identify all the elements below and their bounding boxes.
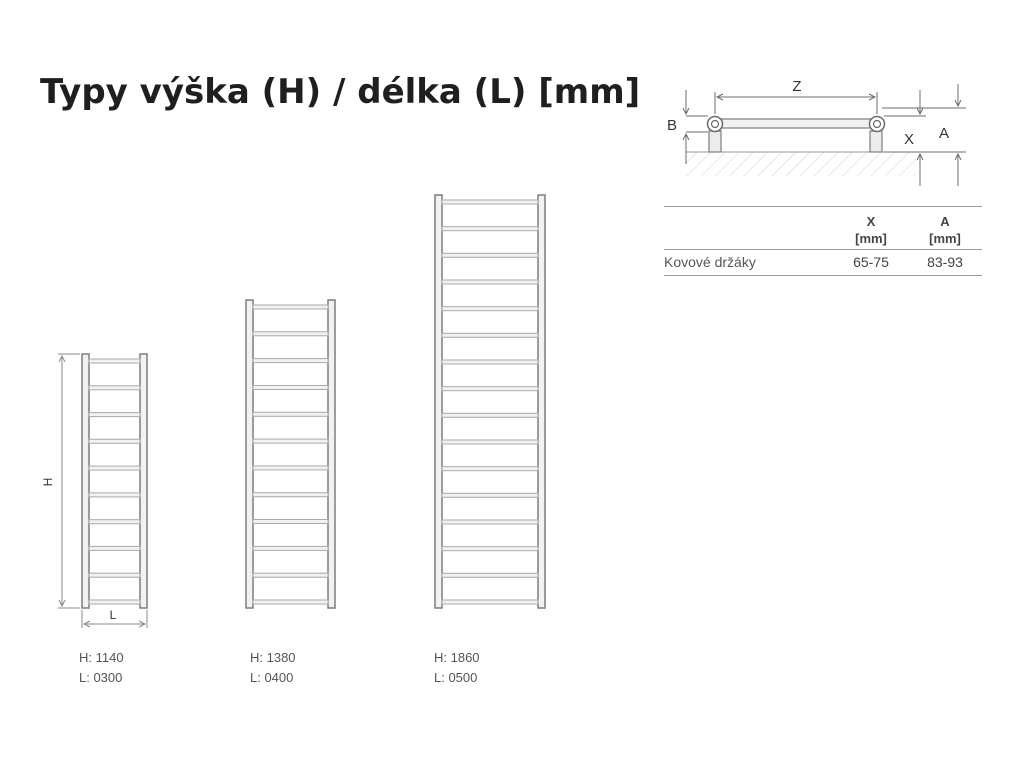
- radiator-1-rung: [88, 599, 141, 605]
- radiator-3-right-rail: [537, 194, 546, 609]
- dimension-h-label: H: [41, 478, 55, 487]
- table-row: Kovové držáky 65-75 83-93: [664, 250, 982, 276]
- header-a-unit: [mm]: [929, 231, 961, 246]
- radiator-2-rung: [252, 599, 329, 605]
- label-x: X: [904, 131, 914, 148]
- radiator-3: [434, 194, 546, 609]
- variant-1-length: L: 0300: [79, 670, 123, 685]
- radiator-3-rung: [441, 332, 539, 338]
- table-header-x: X [mm]: [834, 207, 908, 250]
- pipe-bar: [714, 118, 878, 129]
- radiator-3-rung: [441, 306, 539, 312]
- wall-mount-diagram: Z B X A: [667, 78, 966, 186]
- radiator-2-rung: [252, 331, 329, 337]
- row-label: Kovové držáky: [664, 254, 756, 270]
- header-x-unit: [mm]: [855, 231, 887, 246]
- radiator-3-rung: [441, 546, 539, 552]
- mount-spec-table: X [mm] A [mm] Kovové držáky 65-75 83-93: [664, 206, 982, 276]
- radiator-1-left-rail: [81, 353, 90, 609]
- radiator-1-rung: [88, 438, 141, 444]
- radiator-2-rung: [252, 572, 329, 578]
- radiator-1-rung: [88, 412, 141, 418]
- radiator-1-rungs: [88, 358, 141, 605]
- variant-1-caption: H: 1140 L: 0300: [79, 648, 124, 688]
- radiator-2-rungs: [252, 304, 329, 605]
- variant-3-length: L: 0500: [434, 670, 478, 685]
- radiator-3-rung: [441, 599, 539, 605]
- radiator-3-rungs: [441, 199, 539, 605]
- label-a: A: [939, 125, 949, 142]
- radiator-3-rung: [441, 199, 539, 205]
- radiator-1-rung: [88, 519, 141, 525]
- radiator-2-left-rail: [245, 299, 254, 609]
- radiator-1-right-rail: [139, 353, 148, 609]
- table-header-row: X [mm] A [mm]: [664, 206, 982, 250]
- radiator-3-rung: [441, 492, 539, 498]
- variant-1-height: H: 1140: [79, 650, 124, 665]
- radiator-3-rung: [441, 412, 539, 418]
- table-header-a: A [mm]: [908, 207, 982, 250]
- radiator-1-rung: [88, 385, 141, 391]
- radiator-2-right-rail: [327, 299, 336, 609]
- radiator-3-left-rail: [434, 194, 443, 609]
- radiator-3-rung: [441, 252, 539, 258]
- variant-2-length: L: 0400: [250, 670, 294, 685]
- radiator-1: [81, 353, 148, 609]
- radiator-1-rung: [88, 492, 141, 498]
- page-title: Typy výška (H) / délka (L) [mm]: [40, 72, 641, 112]
- radiator-3-rung: [441, 386, 539, 392]
- radiator-2: [245, 299, 336, 609]
- header-x-name: X: [866, 214, 876, 229]
- radiator-3-rung: [441, 279, 539, 285]
- radiator-2-rung: [252, 358, 329, 364]
- table-header-empty: [664, 207, 834, 250]
- radiator-3-rung: [441, 519, 539, 525]
- label-z: Z: [792, 78, 801, 95]
- radiator-2-rung: [252, 545, 329, 551]
- radiator-2-rung: [252, 492, 329, 498]
- floor-hatch: [686, 152, 916, 176]
- variant-2-height: H: 1380: [250, 650, 296, 665]
- radiator-1-rung: [88, 358, 141, 364]
- variant-2-caption: H: 1380 L: 0400: [250, 648, 296, 688]
- label-b: B: [667, 117, 677, 134]
- radiator-1-rung: [88, 545, 141, 551]
- row-a-value: 83-93: [927, 254, 963, 270]
- radiator-1-rung: [88, 572, 141, 578]
- radiator-3-rung: [441, 466, 539, 472]
- header-a-name: A: [940, 214, 950, 229]
- radiator-2-rung: [252, 411, 329, 417]
- dimension-l: [81, 610, 148, 628]
- radiator-2-rung: [252, 304, 329, 310]
- radiator-3-rung: [441, 572, 539, 578]
- radiator-3-rung: [441, 359, 539, 365]
- dimension-l-label: L: [110, 608, 117, 622]
- variant-3-caption: H: 1860 L: 0500: [434, 648, 480, 688]
- dimension-h: [58, 353, 80, 609]
- radiator-2-rung: [252, 385, 329, 390]
- variant-3-height: H: 1860: [434, 650, 480, 665]
- radiator-3-rung: [441, 439, 539, 445]
- radiator-3-rung: [441, 226, 539, 232]
- bracket-left: [708, 130, 722, 153]
- row-x-value: 65-75: [853, 254, 889, 270]
- bracket-right: [869, 130, 883, 153]
- radiator-2-rung: [252, 519, 329, 524]
- radiator-2-rung: [252, 465, 329, 471]
- radiator-1-rung: [88, 465, 141, 471]
- radiator-2-rung: [252, 438, 329, 444]
